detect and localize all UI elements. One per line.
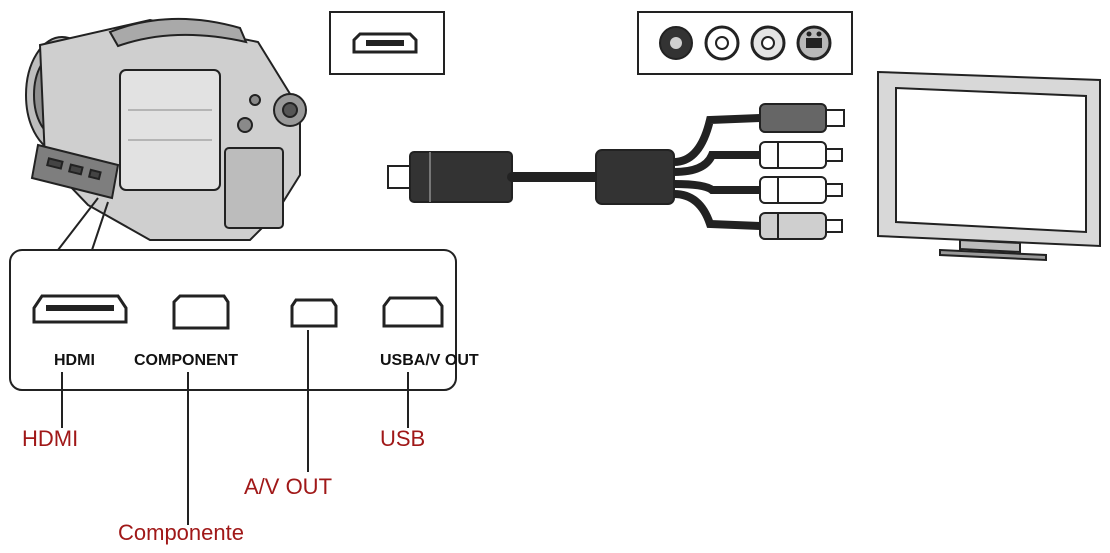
television-icon [877, 70, 1101, 262]
component-port-label: COMPONENT [134, 352, 238, 369]
hdmi-callout: HDMI [22, 426, 79, 451]
usb-callout: USB [380, 426, 426, 451]
component-callout: Componente [118, 520, 244, 545]
panel-pointer [57, 197, 109, 251]
usb-av-out-port-label: USBA/V OUT [380, 352, 479, 369]
hdmi-port-icon [32, 294, 128, 324]
usb-port-icon [382, 296, 444, 328]
camcorder-icon [25, 17, 307, 241]
callout-lines [61, 330, 409, 525]
rca-and-svideo-jacks-icon [637, 11, 853, 75]
component-port-icon [172, 294, 230, 330]
mini-usb-port-icon [329, 11, 445, 75]
hdmi-port-label: HDMI [54, 352, 95, 369]
av-out-port-icon [290, 298, 338, 328]
av-out-callout: A/V OUT [244, 474, 333, 499]
av-cable-icon [387, 103, 845, 240]
connector-panel [9, 249, 457, 391]
